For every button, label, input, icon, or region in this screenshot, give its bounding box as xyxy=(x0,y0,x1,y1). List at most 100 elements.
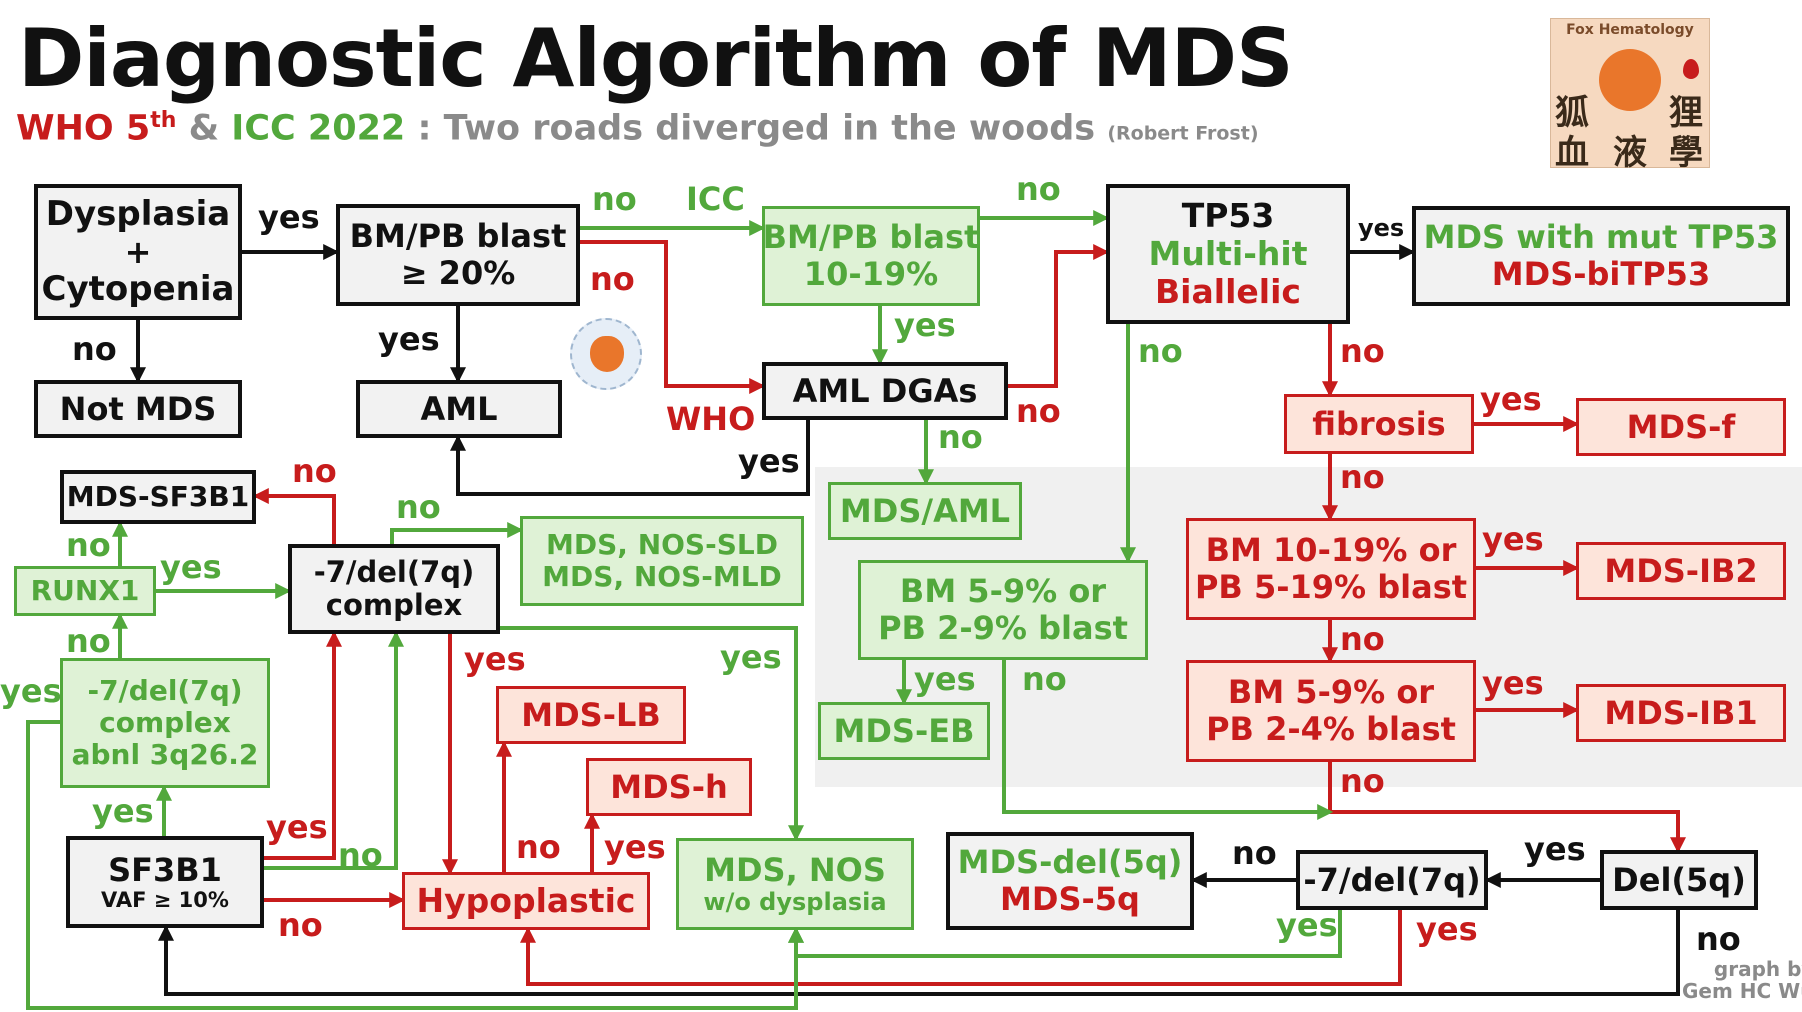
logo-char: 學 xyxy=(1669,133,1703,173)
node-text: BM 10-19% or xyxy=(1205,531,1457,570)
node-text: abnl 3q26.2 xyxy=(71,738,259,772)
connector-arrow xyxy=(1002,660,1334,820)
node-text: MDS/AML xyxy=(839,491,1011,530)
edge-label-l-who: WHO xyxy=(666,400,756,438)
node-text: BM 5-9% or xyxy=(899,572,1107,611)
page-title: Diagnostic Algorithm of MDS xyxy=(18,12,1294,105)
edge-label-l-yes-1019: yes xyxy=(894,306,956,344)
node-text: MDS, NOS-SLD xyxy=(546,527,778,561)
edge-label-l-yes-tp53: yes xyxy=(1358,214,1405,242)
logo-char: 狸 xyxy=(1669,93,1703,133)
subtitle-amp: & xyxy=(176,108,232,149)
node-text: BM/PB blast xyxy=(349,217,567,256)
connector-arrow xyxy=(252,488,336,544)
connector-arrow xyxy=(1008,244,1110,388)
node-blast20: BM/PB blast≥ 20% xyxy=(336,204,580,306)
edge-label-l-yes-runx1: yes xyxy=(160,548,222,586)
edge-label-l-no-eb: no xyxy=(1022,660,1067,698)
node-text: PB 2-4% blast xyxy=(1206,710,1456,748)
edge-label-l-yes-7qc-r: yes xyxy=(464,640,526,678)
connector-arrow xyxy=(520,910,1402,986)
node-text: VAF ≥ 10% xyxy=(101,888,229,913)
node-text: MDS-IB2 xyxy=(1604,551,1758,590)
edge-label-l-yes-aml: yes xyxy=(378,320,440,358)
node-text: MDS-EB xyxy=(833,711,975,750)
edge-label-l-no-who: no xyxy=(590,260,635,298)
edge-label-l-no-fib: no xyxy=(1340,458,1385,496)
node-text: MDS-biTP53 xyxy=(1491,255,1711,293)
node-text: MDS-h xyxy=(610,767,728,806)
fox-hematology-logo: Fox Hematology 狐 狸 血 液 學 xyxy=(1550,18,1710,173)
edge-label-l-yes-7q-r: yes xyxy=(1416,910,1478,948)
node-text: MDS-SF3B1 xyxy=(66,479,250,513)
node-dysplasia: Dysplasia+Cytopenia xyxy=(34,184,242,320)
fox-mascot-icon xyxy=(570,318,642,390)
node-hypoplastic: Hypoplastic xyxy=(402,872,650,930)
logo-char: 狐 xyxy=(1555,93,1589,133)
edge-label-l-yes-fib: yes xyxy=(1480,380,1542,418)
edge-label-l-no-3q: no xyxy=(66,622,111,660)
node-del7q-complex: -7/del(7q)complex xyxy=(288,544,500,634)
fox-icon xyxy=(1599,49,1661,111)
node-mds-f: MDS-f xyxy=(1576,398,1786,456)
node-text: MDS, NOS xyxy=(704,850,886,889)
subtitle-quote: : Two roads diverged in the woods xyxy=(405,108,1108,149)
edge-label-l-yes-7qc-g: yes xyxy=(720,638,782,676)
edge-label-l-no-dgas: no xyxy=(1016,392,1061,430)
node-del7q-mid: -7/del(7q) xyxy=(1296,850,1488,910)
node-text: 10-19% xyxy=(803,255,939,293)
node-text: AML DGAs xyxy=(792,371,978,410)
node-mds-ib1: MDS-IB1 xyxy=(1576,684,1786,742)
edge-label-l-no-sf3b1-r: no xyxy=(278,906,323,944)
connector-arrow xyxy=(26,720,804,1010)
edge-label-l-no-del5q: no xyxy=(1696,920,1741,958)
edge-label-l-no-1019: no xyxy=(1016,170,1061,208)
node-aml: AML xyxy=(356,380,562,438)
node-text: MDS-IB1 xyxy=(1604,693,1758,732)
node-text: PB 2-9% blast xyxy=(878,609,1128,647)
node-text: fibrosis xyxy=(1312,404,1446,443)
edge-label-l-no-dgas2: no xyxy=(938,418,983,456)
connector-arrow xyxy=(580,240,766,394)
subtitle-icc: ICC 2022 xyxy=(231,108,406,149)
edge-label-l-no-dys: no xyxy=(72,330,117,368)
node-text: MDS-del(5q) xyxy=(957,843,1183,882)
node-mds-eb: MDS-EB xyxy=(818,702,990,760)
node-text: BM 5-9% or xyxy=(1227,673,1435,712)
node-mds-h: MDS-h xyxy=(586,758,752,816)
subtitle-who: WHO 5 xyxy=(16,108,151,149)
node-aml-dgas: AML DGAs xyxy=(762,362,1008,420)
node-text: MDS with mut TP53 xyxy=(1423,218,1779,257)
node-text: -7/del(7q) xyxy=(87,673,243,707)
logo-char: 血 xyxy=(1555,133,1589,173)
credit-line: Gem HC Wu xyxy=(1682,979,1802,1003)
edge-label-l-yes-eb: yes xyxy=(914,660,976,698)
node-text: Dysplasia xyxy=(45,193,231,234)
connector-arrow xyxy=(264,630,404,870)
node-text: + xyxy=(124,232,152,271)
page-subtitle: WHO 5th & ICC 2022 : Two roads diverged … xyxy=(16,108,1259,149)
node-text: Cytopenia xyxy=(41,269,235,310)
node-text: BM/PB blast xyxy=(762,218,980,257)
logo-char: 液 xyxy=(1613,133,1647,173)
edge-label-l-no-tp53-who: no xyxy=(1340,332,1385,370)
node-fibrosis: fibrosis xyxy=(1284,394,1474,454)
edge-label-l-yes-ib1: yes xyxy=(1482,664,1544,702)
edge-label-l-yes-ib2: yes xyxy=(1482,520,1544,558)
edge-label-l-yes-dgas: yes xyxy=(738,442,800,480)
edge-label-l-icc: ICC xyxy=(686,180,745,218)
connector-arrow xyxy=(390,522,524,544)
edge-label-l-no-sf3b1-g: no xyxy=(338,836,383,874)
edge-label-l-no-ib2: no xyxy=(1340,620,1385,658)
node-text: TP53 xyxy=(1181,196,1275,236)
blood-drop-icon xyxy=(1683,59,1699,79)
node-text: complex xyxy=(99,705,231,739)
node-text: ≥ 20% xyxy=(400,254,516,292)
